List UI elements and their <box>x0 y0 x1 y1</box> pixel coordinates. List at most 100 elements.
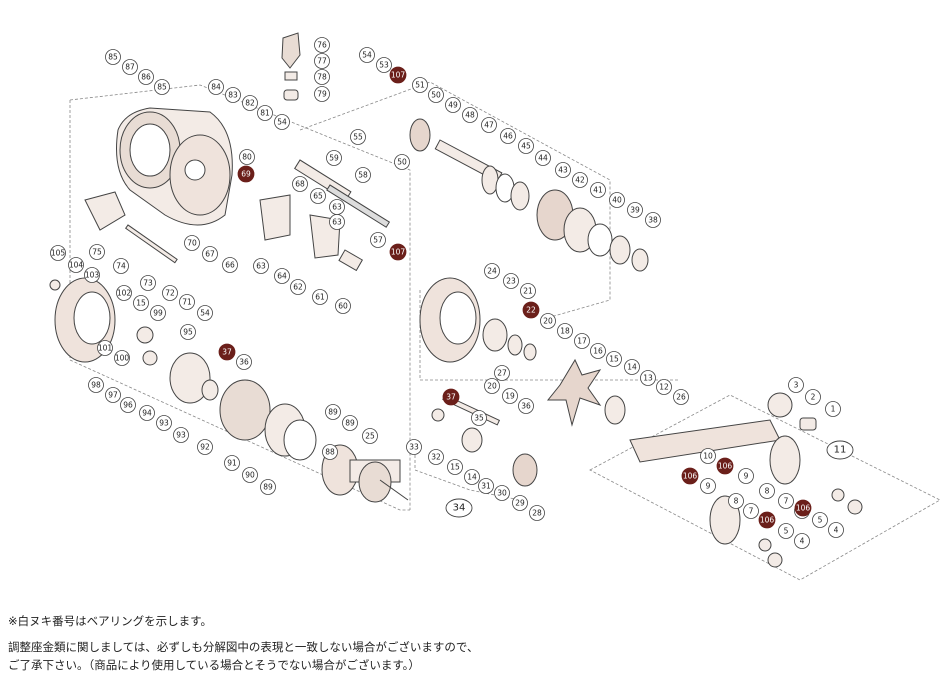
star-drag <box>546 358 602 427</box>
callout-number-circle <box>116 285 132 301</box>
callout-bearing-number-circle <box>716 457 734 475</box>
callout-number: 39 <box>630 206 640 215</box>
callout-number-circle <box>292 176 308 192</box>
handle-knob-upper <box>769 435 801 485</box>
callout-number-circle <box>494 365 510 381</box>
callout-number: 8 <box>734 497 739 506</box>
callout-number: 90 <box>245 471 255 480</box>
callout-number: 53 <box>379 61 389 70</box>
callout-number-circle <box>89 244 105 260</box>
callout-number: 43 <box>558 166 568 175</box>
callout-number: 38 <box>648 216 658 225</box>
callout-number-circle <box>257 105 273 121</box>
callout-number: 99 <box>153 309 163 318</box>
callout-bearing-number: 106 <box>718 462 733 471</box>
callout-number-circle <box>627 202 643 218</box>
callout-number: 9 <box>706 482 711 491</box>
callout-number: 104 <box>69 261 84 270</box>
callout-number: 80 <box>242 153 252 162</box>
callout-number: 7 <box>784 497 789 506</box>
callout-bearing-number-circle <box>389 243 407 261</box>
callout-number-circle <box>447 459 463 475</box>
callout-number-circle <box>326 150 342 166</box>
callout-bearing-number: 106 <box>796 504 811 513</box>
callout-number-circle <box>788 377 804 393</box>
callout-number: 15 <box>136 299 146 308</box>
callout-number-circle <box>535 150 551 166</box>
callout-number: 3 <box>794 381 799 390</box>
callout-number: 15 <box>450 463 460 472</box>
callout-number: 78 <box>317 73 327 82</box>
callout-number-circle <box>202 246 218 262</box>
callout-number-circle <box>557 323 573 339</box>
callout-number: 89 <box>345 419 355 428</box>
callout-number-circle <box>154 79 170 95</box>
callout-number-circle <box>609 192 625 208</box>
callout-number: 54 <box>362 51 372 60</box>
callout-number-circle <box>759 483 775 499</box>
callout-number-circle <box>445 97 461 113</box>
callout-number: 33 <box>409 443 419 452</box>
callout-number: 62 <box>293 283 303 292</box>
callout-number: 26 <box>676 393 686 402</box>
callout-bearing-number: 107 <box>391 71 406 80</box>
callout-number: 40 <box>612 196 622 205</box>
callout-number: 58 <box>358 171 368 180</box>
callout-number: 47 <box>484 121 494 130</box>
callout-number: 97 <box>108 391 118 400</box>
clutch-part <box>84 191 126 231</box>
callout-number-circle <box>253 258 269 274</box>
callout-number-circle <box>743 503 759 519</box>
callout-number-circle <box>640 370 656 386</box>
callout-number-circle <box>812 512 828 528</box>
star-gear <box>409 118 431 152</box>
callout-number-circle <box>471 410 487 426</box>
callout-number-circle <box>314 53 330 69</box>
callout-number-circle <box>700 478 716 494</box>
callout-number-circle <box>778 523 794 539</box>
callout-number-circle <box>645 212 661 228</box>
group-label: 11 <box>834 445 847 456</box>
callout-number-circle <box>462 107 478 123</box>
callout-number-circle <box>342 415 358 431</box>
callout-number-circle <box>494 485 510 501</box>
callout-bearing-number: 37 <box>446 393 456 402</box>
callout-number: 4 <box>800 537 805 546</box>
callout-number: 23 <box>506 277 516 286</box>
callout-number-circle <box>325 404 341 420</box>
callout-number-circle <box>105 49 121 65</box>
callout-number: 85 <box>157 83 167 92</box>
callout-number: 36 <box>239 358 249 367</box>
callout-number: 32 <box>431 453 441 462</box>
callout-number-circle <box>68 257 84 273</box>
callout-number-circle <box>97 340 113 356</box>
callout-number: 54 <box>200 309 210 318</box>
callout-number: 45 <box>521 142 531 151</box>
callout-number: 46 <box>503 132 513 141</box>
callout-number-circle <box>359 47 375 63</box>
callout-number: 59 <box>329 154 339 163</box>
callout-number: 25 <box>365 432 375 441</box>
callout-number-circle <box>197 439 213 455</box>
callout-number-circle <box>150 305 166 321</box>
callout-number: 85 <box>108 53 118 62</box>
callout-number: 68 <box>295 180 305 189</box>
callout-number-circle <box>184 235 200 251</box>
callout-number: 95 <box>183 328 193 337</box>
callout-number-circle <box>520 283 536 299</box>
callout-bearing-number-circle <box>794 499 812 517</box>
callout-number: 18 <box>560 327 570 336</box>
callout-number-circle <box>376 57 392 73</box>
callout-number: 20 <box>487 382 497 391</box>
callout-number: 98 <box>91 381 101 390</box>
callout-number-circle <box>50 245 66 261</box>
callout-number-circle <box>114 350 130 366</box>
callout-number-circle <box>179 294 195 310</box>
callout-number-circle <box>805 389 821 405</box>
washer-note-line1: 調整座金類に関しましては、必ずしも分解図中の表現と一致しない場合がございますので… <box>8 640 479 654</box>
callout-number: 12 <box>659 383 669 392</box>
callout-number-circle <box>105 387 121 403</box>
callout-number-circle <box>555 162 571 178</box>
